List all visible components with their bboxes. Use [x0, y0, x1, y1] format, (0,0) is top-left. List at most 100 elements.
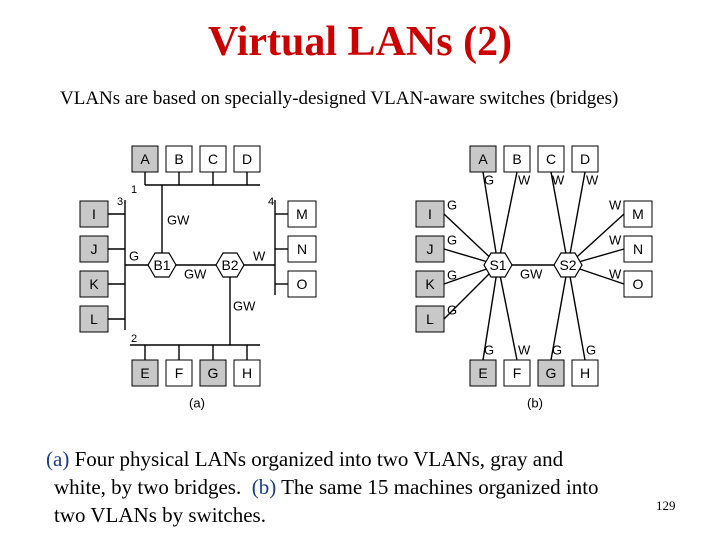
link-label: W [518, 343, 531, 358]
caption-marker-b: (b) [251, 475, 277, 499]
link-label: W [609, 198, 622, 213]
link-label: W [609, 267, 622, 282]
caption-line2-rest: The same 15 machines organized into [276, 475, 599, 499]
host-a-gray [131, 145, 159, 173]
host-label: E [140, 365, 149, 381]
host-i-gray [415, 200, 445, 228]
diagram-b: A B C D I J K L M N O E F G H S1 S2 G W … [415, 145, 653, 411]
host-label: L [90, 311, 98, 327]
link-label: W [609, 233, 622, 248]
host-e-gray [131, 359, 159, 387]
host-j-gray [415, 235, 445, 263]
link-label: G [447, 303, 457, 318]
host-label: A [140, 151, 150, 167]
lan-number: 1 [131, 184, 137, 196]
diagram-a: A B C D I J K L M N O E F G H B1 B2 1 2 … [79, 145, 317, 411]
host-label: G [546, 365, 557, 381]
host-i-gray [79, 200, 109, 228]
host-e-gray [469, 359, 497, 387]
port-label: W [253, 249, 266, 264]
host-label: M [296, 206, 308, 222]
link-label: G [447, 268, 457, 283]
host-label: K [89, 276, 99, 292]
host-o-white [287, 270, 317, 298]
host-j-gray [79, 235, 109, 263]
host-h-white [233, 359, 261, 387]
link-label: W [552, 173, 565, 188]
link-label: W [518, 173, 531, 188]
host-g-gray [199, 359, 227, 387]
host-m-white [287, 200, 317, 228]
page-title: Virtual LANs (2) [207, 19, 513, 65]
lan-number: 2 [131, 333, 137, 345]
link-label: G [447, 198, 457, 213]
host-d-white [571, 145, 599, 173]
link-label: G [447, 233, 457, 248]
link-label: G [552, 343, 562, 358]
caption-marker-a: (a) [46, 447, 70, 471]
host-o-white [623, 270, 653, 298]
vlan-figure: .ln { stroke: #000; stroke-width: 1.4; f… [79, 145, 653, 411]
host-label: H [580, 365, 590, 381]
link-label: W [586, 173, 599, 188]
host-l-gray [415, 305, 445, 333]
host-label: B [174, 151, 183, 167]
host-label: O [297, 276, 308, 292]
switch-s1 [483, 252, 513, 278]
host-f-white [165, 359, 193, 387]
host-label: D [580, 151, 590, 167]
host-n-white [623, 235, 653, 263]
host-label: F [513, 365, 522, 381]
host-label: C [546, 151, 556, 167]
host-label: E [478, 365, 487, 381]
lan-number: 4 [268, 196, 274, 208]
host-label: J [427, 241, 434, 257]
port-label: GW [233, 299, 256, 314]
host-b-white [503, 145, 531, 173]
port-label: GW [167, 213, 190, 228]
port-label: GW [184, 267, 207, 282]
host-label: I [428, 206, 432, 222]
host-label: H [242, 365, 252, 381]
host-d-white [233, 145, 261, 173]
diagram-b-label: (b) [527, 396, 543, 411]
host-n-white [287, 235, 317, 263]
page-subtitle: VLANs are based on specially-designed VL… [60, 88, 619, 109]
host-k-gray [415, 270, 445, 298]
lan-number: 3 [117, 196, 123, 208]
port-label: G [129, 249, 139, 264]
host-label: B [512, 151, 521, 167]
host-label: A [478, 151, 488, 167]
figure-caption: (a) Four physical LANs organized into tw… [46, 445, 686, 529]
bridge-label: B1 [153, 257, 170, 273]
bridge-b2 [215, 252, 245, 278]
caption-line3: two VLANs by switches. [54, 503, 266, 527]
host-f-white [503, 359, 531, 387]
bridge-b1 [147, 252, 177, 278]
host-label: M [632, 206, 644, 222]
host-g-gray [537, 359, 565, 387]
host-label: D [242, 151, 252, 167]
host-b-white [165, 145, 193, 173]
trunk-label: GW [520, 267, 543, 282]
host-k-gray [79, 270, 109, 298]
caption-line1: Four physical LANs organized into two VL… [69, 447, 564, 471]
host-label: O [633, 276, 644, 292]
switch-s2 [553, 252, 583, 278]
host-label: I [92, 206, 96, 222]
host-label: N [633, 241, 643, 257]
host-label: N [297, 241, 307, 257]
bridge-label: B2 [221, 257, 238, 273]
host-label: C [208, 151, 218, 167]
host-l-gray [79, 305, 109, 333]
link-label: G [484, 173, 494, 188]
link-label: G [484, 343, 494, 358]
caption-line2: white, by two bridges. [54, 475, 252, 499]
diagram-a-label: (a) [189, 396, 205, 411]
page-number: 129 [656, 498, 676, 513]
switch-label: S2 [559, 257, 576, 273]
host-label: K [425, 276, 435, 292]
host-a-gray [469, 145, 497, 173]
host-m-white [623, 200, 653, 228]
host-label: F [175, 365, 184, 381]
